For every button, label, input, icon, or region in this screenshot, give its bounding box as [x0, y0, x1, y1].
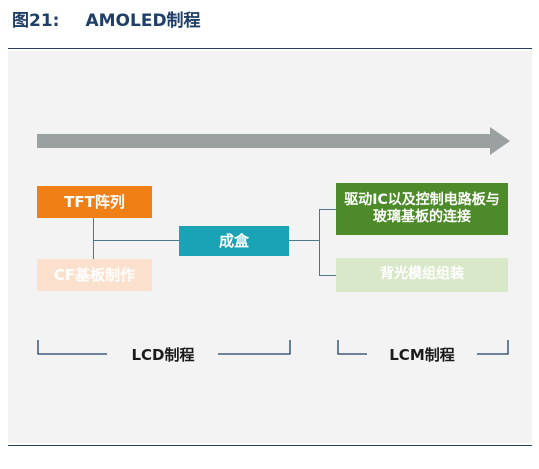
lcd-stage-bracket: [37, 340, 291, 355]
figure-title: 图21: AMOLED制程: [12, 6, 201, 31]
branch-to-cell-connector: [93, 240, 179, 241]
lcm-stage-label: LCM制程: [389, 346, 455, 364]
bottom-rule: [8, 445, 532, 446]
to-backlight-connector: [319, 275, 336, 276]
lcm-vertical-connector: [319, 209, 320, 275]
figure-number: 图21:: [12, 11, 60, 31]
backlight-assembly-box: 背光模组组装: [336, 258, 508, 292]
cf-substrate-box: CF基板制作: [37, 259, 152, 291]
lcm-stage-bracket: [337, 340, 509, 355]
process-arrow-shape: [37, 127, 510, 155]
cell-to-lcm-connector: [289, 240, 319, 241]
figure-caption: AMOLED制程: [85, 11, 201, 31]
tft-array-box: TFT阵列: [37, 186, 152, 218]
driver-ic-bonding-box: 驱动IC以及控制电路板与玻璃基板的连接: [336, 183, 508, 235]
cell-assembly-box: 成盒: [179, 226, 289, 256]
to-ic-connector: [319, 209, 336, 210]
tft-cf-connector: [93, 218, 94, 259]
top-rule: [8, 48, 532, 49]
lcd-stage-label: LCD制程: [131, 346, 195, 364]
